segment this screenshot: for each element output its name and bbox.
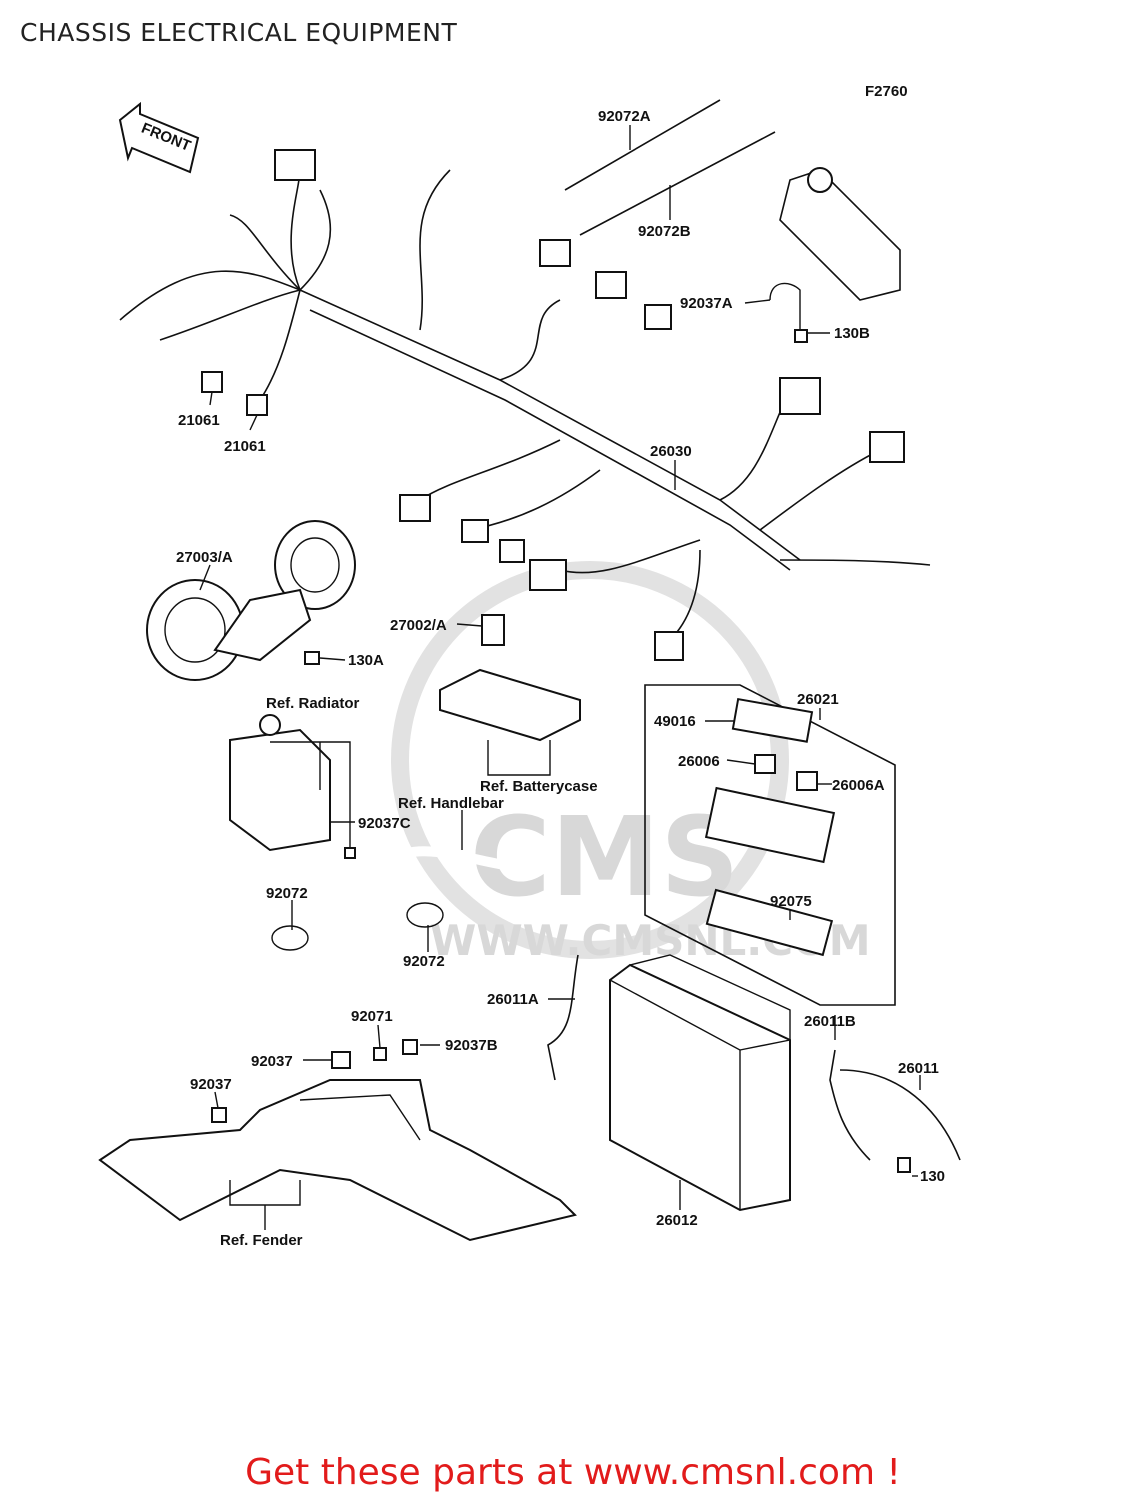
front-arrow-icon: FRONT: [118, 101, 200, 174]
horns-27003A: [146, 520, 356, 681]
label-92037B: 92037B: [445, 1037, 498, 1054]
battery-26012: [609, 954, 791, 1212]
label-26011A: 26011A: [487, 991, 539, 1008]
battery-lead-26011A: [547, 954, 579, 1081]
label-27002A: 27002/A: [390, 617, 447, 634]
label-ref-batterycase: Ref. Batterycase: [480, 778, 598, 795]
label-130: 130: [920, 1168, 945, 1185]
label-26006: 26006: [678, 753, 720, 770]
battery-lead-26011: [839, 1069, 961, 1161]
label-92071: 92071: [351, 1008, 393, 1025]
figure-code: F2760: [865, 83, 908, 100]
battery-box-assembly: [644, 684, 896, 1006]
label-92072-b: 92072: [403, 953, 445, 970]
clamp-92072-a: [271, 925, 309, 951]
label-130B: 130B: [834, 325, 870, 342]
label-92072B: 92072B: [638, 223, 691, 240]
label-26030: 26030: [650, 443, 692, 460]
cable-tie-92072B: [579, 131, 776, 236]
battery-lead-26011B: [829, 1049, 871, 1161]
frame-bracket: [769, 167, 901, 343]
page-title: CHASSIS ELECTRICAL EQUIPMENT: [20, 18, 458, 47]
label-26021: 26021: [797, 691, 839, 708]
relay-27002A: [481, 614, 505, 646]
label-92037-a: 92037: [251, 1053, 293, 1070]
connector-21061-a: [201, 371, 223, 393]
label-ref-fender: Ref. Fender: [220, 1232, 303, 1249]
label-26012: 26012: [656, 1212, 698, 1229]
label-92075: 92075: [770, 893, 812, 910]
label-130A: 130A: [348, 652, 384, 669]
label-ref-radiator: Ref. Radiator: [266, 695, 360, 712]
label-21061-b: 21061: [224, 438, 266, 455]
label-ref-handlebar: Ref. Handlebar: [398, 795, 504, 812]
part-labels: 92072A 92072B 92037A 130B 21061 21061 26…: [176, 108, 945, 1249]
label-92037-b: 92037: [190, 1076, 232, 1093]
watermark-logo: CMS: [470, 793, 739, 921]
radiator-reservoir-ref: [229, 714, 356, 859]
connector-21061-b: [246, 394, 268, 416]
leader-lines: [199, 125, 921, 1230]
label-49016: 49016: [654, 713, 696, 730]
fender-ref: [98, 1039, 577, 1242]
parts-diagram: CMS WWW.CMSNL.COM F2760 FRONT: [98, 83, 961, 1249]
label-92037A: 92037A: [680, 295, 733, 312]
footer-link[interactable]: Get these parts at www.cmsnl.com !: [245, 1452, 901, 1493]
clamp-92072-b: [406, 902, 444, 928]
label-26011B: 26011B: [804, 1013, 856, 1030]
label-27003A: 27003/A: [176, 549, 233, 566]
label-26011: 26011: [898, 1060, 939, 1077]
cable-tie-92072A: [564, 99, 721, 191]
label-21061-a: 21061: [178, 412, 220, 429]
battery-case-ref: [439, 668, 581, 742]
label-92072A: 92072A: [598, 108, 651, 125]
main-harness-26030: [119, 149, 931, 661]
bolt-130: [897, 1157, 911, 1173]
label-92037C: 92037C: [358, 815, 411, 832]
label-92072-a: 92072: [266, 885, 308, 902]
label-26006A: 26006A: [832, 777, 885, 794]
